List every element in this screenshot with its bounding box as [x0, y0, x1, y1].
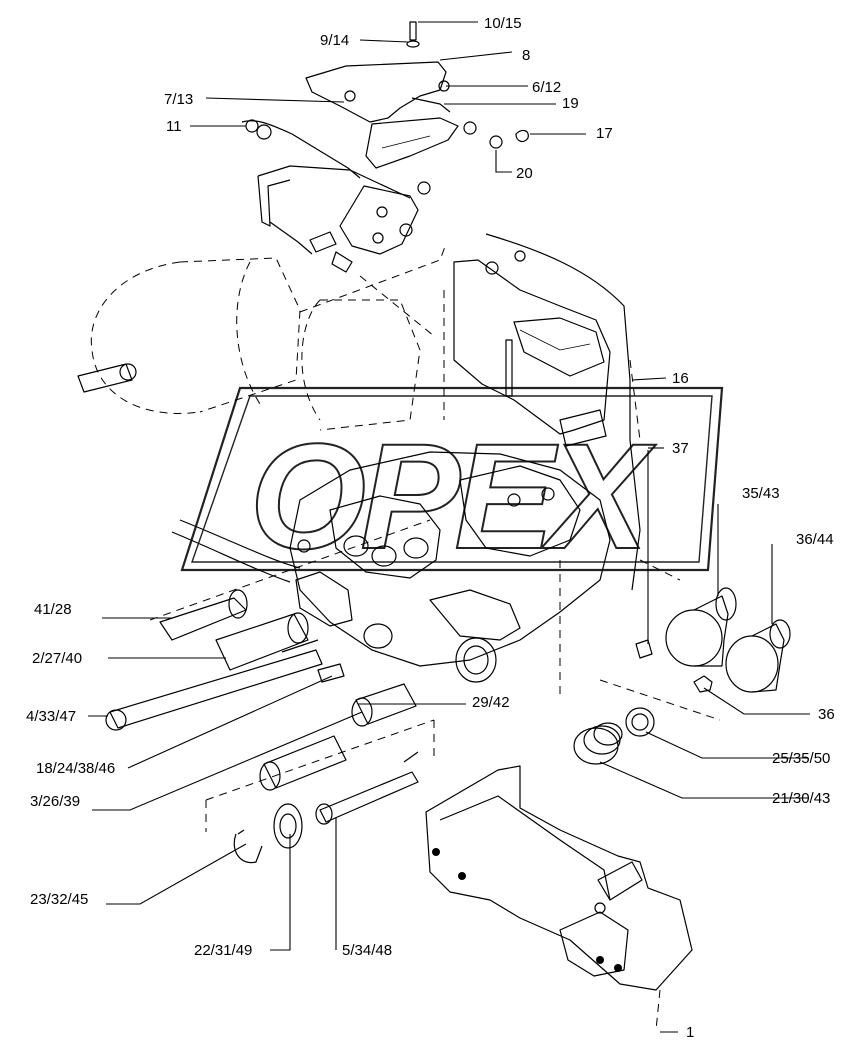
callout-25-35-50: 25/35/50	[772, 750, 830, 767]
callout-8: 8	[522, 47, 530, 64]
callout-5-34-48: 5/34/48	[342, 942, 392, 959]
pins-and-bushes	[105, 519, 435, 864]
callout-6-12: 6/12	[532, 79, 561, 96]
caliper-housing	[443, 233, 641, 591]
callout-23-32-45: 23/32/45	[30, 891, 88, 908]
callout-20: 20	[516, 165, 533, 182]
callout-4-33-47: 4/33/47	[26, 708, 76, 725]
brake-chamber	[77, 243, 447, 431]
callout-9-14: 9/14	[320, 32, 349, 49]
caliper-body	[171, 451, 721, 721]
callout-labels: 10/15 9/14 8 6/12 7/13 19 11 17 20 16 37…	[26, 15, 835, 1041]
callout-21-30-43: 21/30/43	[772, 790, 830, 807]
callout-11: 11	[166, 118, 182, 135]
lever-assembly	[241, 21, 529, 273]
callout-19: 19	[562, 95, 579, 112]
leader-lines	[88, 21, 810, 1033]
callout-36-44: 36/44	[796, 531, 834, 548]
callout-17: 17	[596, 125, 613, 142]
callout-10-15: 10/15	[484, 15, 522, 32]
callout-35-43: 35/43	[742, 485, 780, 502]
callout-3-26-39: 3/26/39	[30, 793, 80, 810]
callout-18-24-38-46: 18/24/38/46	[36, 760, 115, 777]
adjuster-spring	[573, 707, 655, 765]
callout-36: 36	[818, 706, 835, 723]
callout-37: 37	[672, 440, 689, 457]
watermark-logo: OPEX	[180, 386, 724, 581]
dust-boots	[635, 587, 791, 693]
callout-22-31-49: 22/31/49	[194, 942, 252, 959]
callout-29-42: 29/42	[472, 694, 510, 711]
carrier-bracket	[425, 765, 693, 1031]
callout-16: 16	[672, 370, 689, 387]
callout-2-27-40: 2/27/40	[32, 650, 82, 667]
callout-7-13: 7/13	[164, 91, 193, 108]
callout-1: 1	[686, 1024, 694, 1041]
callout-41-28: 41/28	[34, 601, 72, 618]
